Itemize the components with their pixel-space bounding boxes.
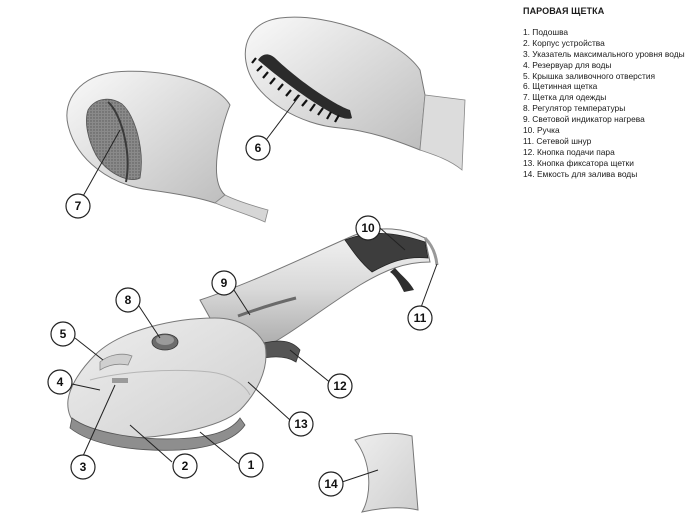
callout-10: 10 [355,215,381,241]
svg-text:11: 11 [414,311,427,325]
callout-1: 1 [238,452,264,478]
callout-14: 14 [318,471,344,497]
callout-13: 13 [288,411,314,437]
legend-list: 1. Подошва 2. Корпус устройства 3. Указа… [523,27,699,180]
svg-text:4: 4 [57,375,64,389]
svg-text:12: 12 [333,379,347,393]
svg-text:2: 2 [182,459,189,473]
svg-text:5: 5 [60,327,67,341]
legend-item: 7. Щетка для одежды [523,92,607,103]
legend-item: 9. Световой индикатор нагрева [523,114,645,125]
legend-item: 11. Сетевой шнур [523,135,592,146]
svg-text:9: 9 [221,276,228,290]
callout-7: 7 [65,193,91,219]
callout-11: 11 [407,305,433,331]
svg-text:1: 1 [248,458,255,472]
callout-3: 3 [70,454,96,480]
clothes-brush-attachment [66,70,269,223]
callout-5: 5 [50,321,76,347]
parts-legend: ПАРОВАЯ ЩЕТКА 1. Подошва 2. Корпус устро… [523,6,699,180]
svg-text:8: 8 [125,293,132,307]
bristle-brush-attachment [244,16,466,171]
svg-text:14: 14 [324,477,338,491]
leader-lines [71,94,438,483]
legend-title: ПАРОВАЯ ЩЕТКА [523,6,605,16]
svg-text:10: 10 [361,221,375,235]
legend-item: 13. Кнопка фиксатора щетки [523,157,634,168]
legend-item: 6. Щетинная щетка [523,81,598,92]
callout-8: 8 [115,287,141,313]
svg-text:13: 13 [294,417,308,431]
legend-item: 2. Корпус устройства [523,37,605,48]
legend-item: 1. Подошва [523,26,569,37]
legend-item: 5. Крышка заливочного отверстия [523,70,656,81]
legend-item: 4. Резервуар для воды [523,59,612,70]
callout-4: 4 [47,369,73,395]
water-filling-cup [354,432,419,513]
legend-item: 14. Емкость для залива воды [523,168,638,179]
callout-2: 2 [172,453,198,479]
svg-text:3: 3 [80,460,87,474]
callout-9: 9 [211,270,237,296]
svg-text:7: 7 [75,199,82,213]
legend-item: 8. Регулятор температуры [523,103,626,114]
legend-item: 3. Указатель максимального уровня воды [523,48,685,59]
svg-text:6: 6 [255,141,262,155]
callout-12: 12 [327,373,353,399]
legend-item: 12. Кнопка подачи пара [523,146,615,157]
steam-brush-body [67,228,439,451]
legend-item: 10. Ручка [523,125,560,136]
bristles [251,54,352,123]
callout-6: 6 [245,135,271,161]
